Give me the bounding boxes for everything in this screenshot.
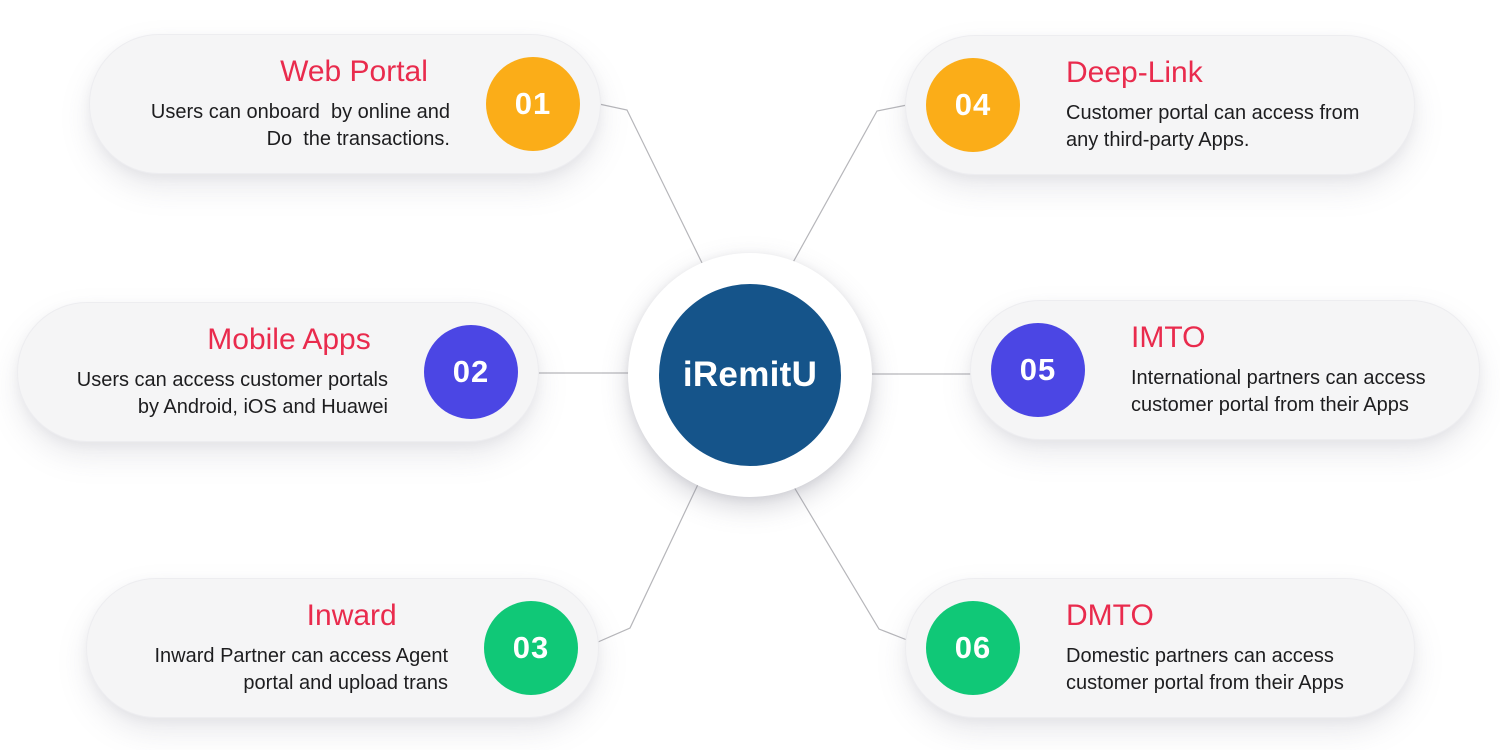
card-description: Domestic partners can access customer po… <box>1066 645 1344 695</box>
card-description: International partners can access custom… <box>1131 367 1426 417</box>
connector-line-web-portal <box>598 103 705 268</box>
card-inward: Inward Inward Partner can access Agent p… <box>86 578 599 718</box>
card-title: Mobile Apps <box>207 322 371 356</box>
number-badge: 04 <box>926 58 1020 152</box>
card-web-portal: Web Portal Users can onboard by online a… <box>89 34 601 174</box>
card-text: Deep-Link Customer portal can access fro… <box>1066 56 1384 155</box>
card-description: Inward Partner can access Agent portal a… <box>154 645 449 695</box>
card-mobile-apps: Mobile Apps Users can access customer po… <box>17 302 539 442</box>
card-description: Users can onboard by online and Do the t… <box>150 101 450 151</box>
number-badge: 01 <box>486 57 580 151</box>
card-text: Inward Inward Partner can access Agent p… <box>127 598 449 698</box>
number-badge: 03 <box>484 601 578 695</box>
connector-line-dmto <box>790 481 908 641</box>
connector-line-inward <box>597 477 702 643</box>
number-badge: 02 <box>424 325 518 419</box>
card-description: Users can access customer portals by And… <box>76 369 388 419</box>
number-badge: 06 <box>926 601 1020 695</box>
card-description: Customer portal can access from any thir… <box>1066 102 1360 152</box>
card-title: DMTO <box>1066 598 1154 632</box>
card-text: Mobile Apps Users can access customer po… <box>58 323 388 422</box>
card-dmto: 06 DMTO Domestic partners can access cus… <box>905 578 1415 718</box>
card-text: Web Portal Users can onboard by online a… <box>130 55 450 154</box>
card-title: Inward <box>306 598 397 632</box>
connector-line-deep-link <box>790 104 908 267</box>
card-text: DMTO Domestic partners can access custom… <box>1066 599 1384 698</box>
card-deep-link: 04 Deep-Link Customer portal can access … <box>905 35 1415 175</box>
card-title: Web Portal <box>280 54 428 88</box>
center-hub: iRemitU <box>659 284 841 466</box>
number-badge: 05 <box>991 323 1085 417</box>
card-title: Deep-Link <box>1066 55 1203 89</box>
card-title: IMTO <box>1131 320 1206 354</box>
card-text: IMTO International partners can access c… <box>1131 321 1449 420</box>
card-imto: 05 IMTO International partners can acces… <box>970 300 1480 440</box>
center-label: iRemitU <box>682 355 818 394</box>
